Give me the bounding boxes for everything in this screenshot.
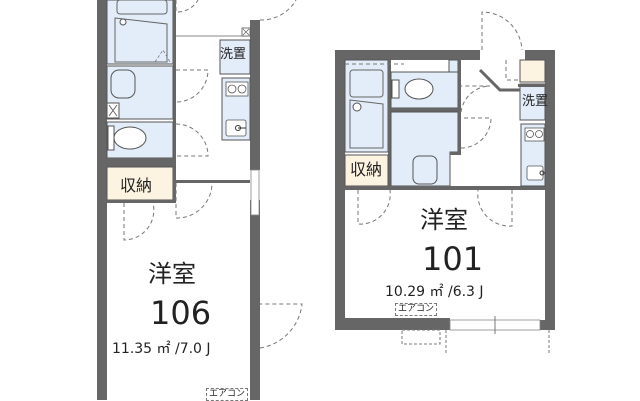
unit-106-area: 11.35 ㎡ /7.0 J [112, 341, 211, 357]
unit-101-washer-label: 洗置 [522, 94, 549, 109]
unit-101-room-type: 洋室 [420, 206, 468, 234]
unit-106-storage-label: 収納 [120, 176, 153, 195]
unit-106-room-number: 106 [150, 294, 212, 332]
unit-106-aircon-label: エアコン [206, 388, 249, 401]
unit-106-plan [97, 0, 303, 400]
unit-106-room-type: 洋室 [148, 260, 196, 288]
unit-101-area: 10.29 ㎡ /6.3 J [385, 284, 484, 300]
unit-106-washer-label: 洗置 [220, 47, 247, 62]
unit-101-room-number: 101 [422, 240, 484, 278]
unit-101-aircon-label: エアコン [395, 303, 438, 316]
unit-101-plan [335, 11, 555, 354]
unit-101-storage-label: 収納 [350, 160, 383, 179]
